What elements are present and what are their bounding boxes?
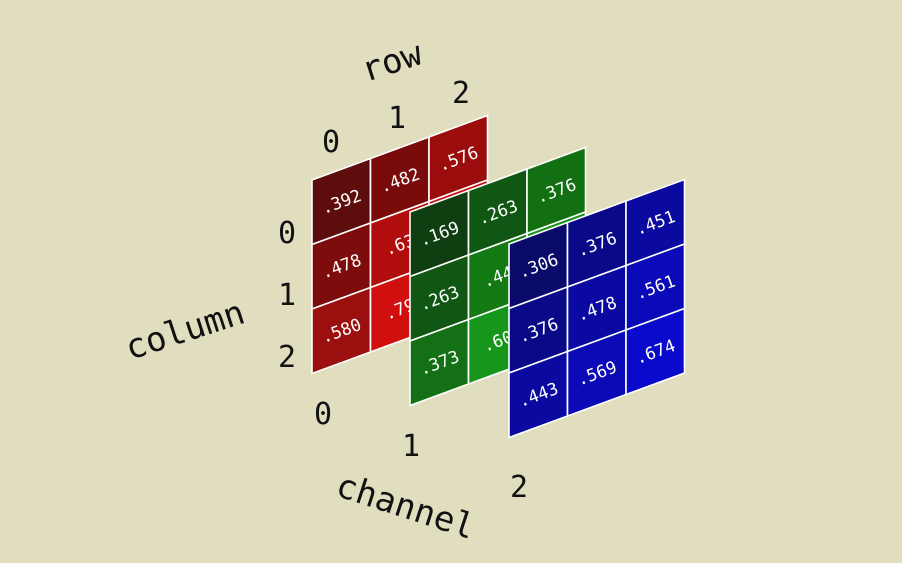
row-tick-2: 2 <box>452 76 470 111</box>
column-tick-2: 2 <box>278 340 296 375</box>
column-axis-title: column <box>120 293 249 369</box>
row-tick-1: 1 <box>388 101 406 136</box>
column-tick-0: 0 <box>278 216 296 251</box>
column-tick-1: 1 <box>278 278 296 313</box>
channel-axis-title: channel <box>331 466 480 548</box>
row-axis-title: row <box>356 33 427 90</box>
channel-tick-1: 1 <box>402 429 420 464</box>
blue-channel-layer: .306.376.451.376.478.561.443.569.674 <box>508 178 686 439</box>
channel-tick-2: 2 <box>510 470 528 505</box>
channel-tick-0: 0 <box>314 397 332 432</box>
blue-cell-2-2 <box>625 307 686 396</box>
row-tick-0: 0 <box>322 125 340 160</box>
